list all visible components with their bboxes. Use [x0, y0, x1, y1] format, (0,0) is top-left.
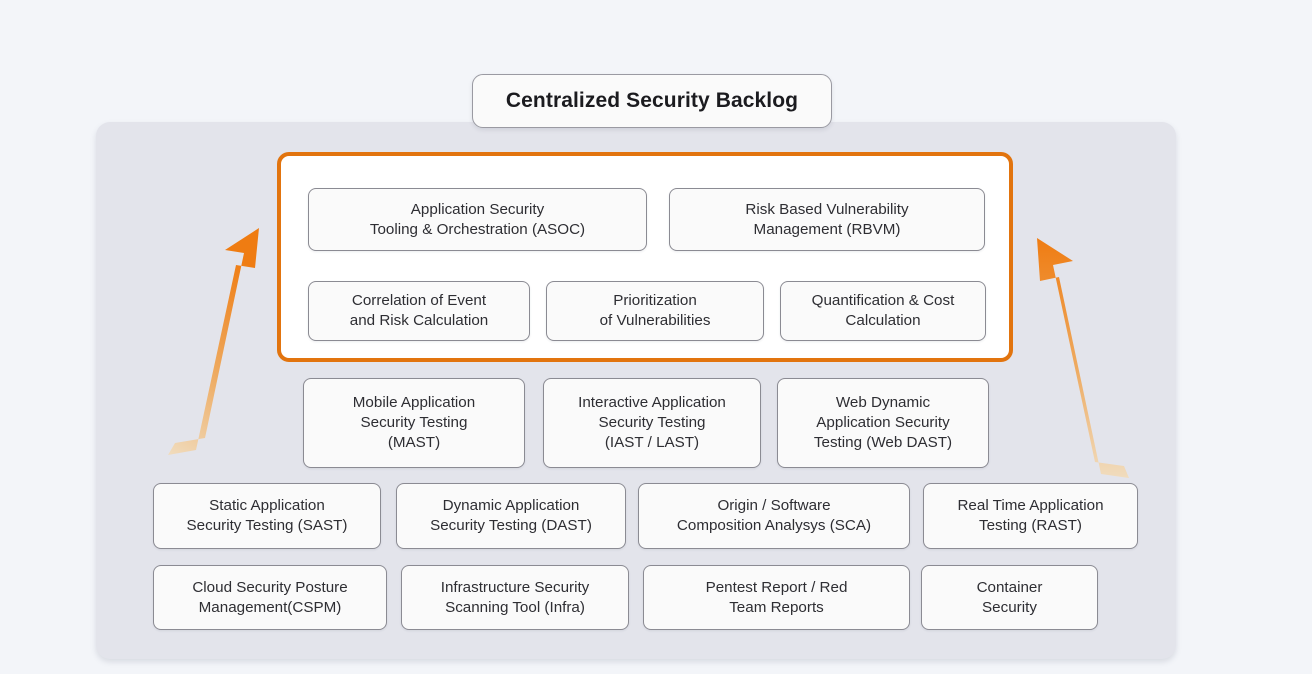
card-cspm[interactable]: Cloud Security Posture Management(CSPM): [153, 565, 387, 630]
card-iast-last[interactable]: Interactive Application Security Testing…: [543, 378, 761, 468]
card-sast[interactable]: Static Application Security Testing (SAS…: [153, 483, 381, 549]
card-asoc[interactable]: Application Security Tooling & Orchestra…: [308, 188, 647, 251]
card-sca[interactable]: Origin / Software Composition Analysys (…: [638, 483, 910, 549]
card-mast[interactable]: Mobile Application Security Testing (MAS…: [303, 378, 525, 468]
card-web-dast[interactable]: Web Dynamic Application Security Testing…: [777, 378, 989, 468]
card-infra[interactable]: Infrastructure Security Scanning Tool (I…: [401, 565, 629, 630]
card-pentest[interactable]: Pentest Report / Red Team Reports: [643, 565, 910, 630]
card-container-security[interactable]: Container Security: [921, 565, 1098, 630]
card-dast[interactable]: Dynamic Application Security Testing (DA…: [396, 483, 626, 549]
page-title-label: Centralized Security Backlog: [505, 89, 799, 112]
card-quantification[interactable]: Quantification & Cost Calculation: [780, 281, 986, 341]
card-rbvm[interactable]: Risk Based Vulnerability Management (RBV…: [669, 188, 985, 251]
page-title: Centralized Security Backlog: [472, 74, 832, 128]
card-correlation[interactable]: Correlation of Event and Risk Calculatio…: [308, 281, 530, 341]
highlight-group-border: Application Security Tooling & Orchestra…: [277, 152, 1013, 362]
card-prioritization[interactable]: Prioritization of Vulnerabilities: [546, 281, 764, 341]
card-rast[interactable]: Real Time Application Testing (RAST): [923, 483, 1138, 549]
